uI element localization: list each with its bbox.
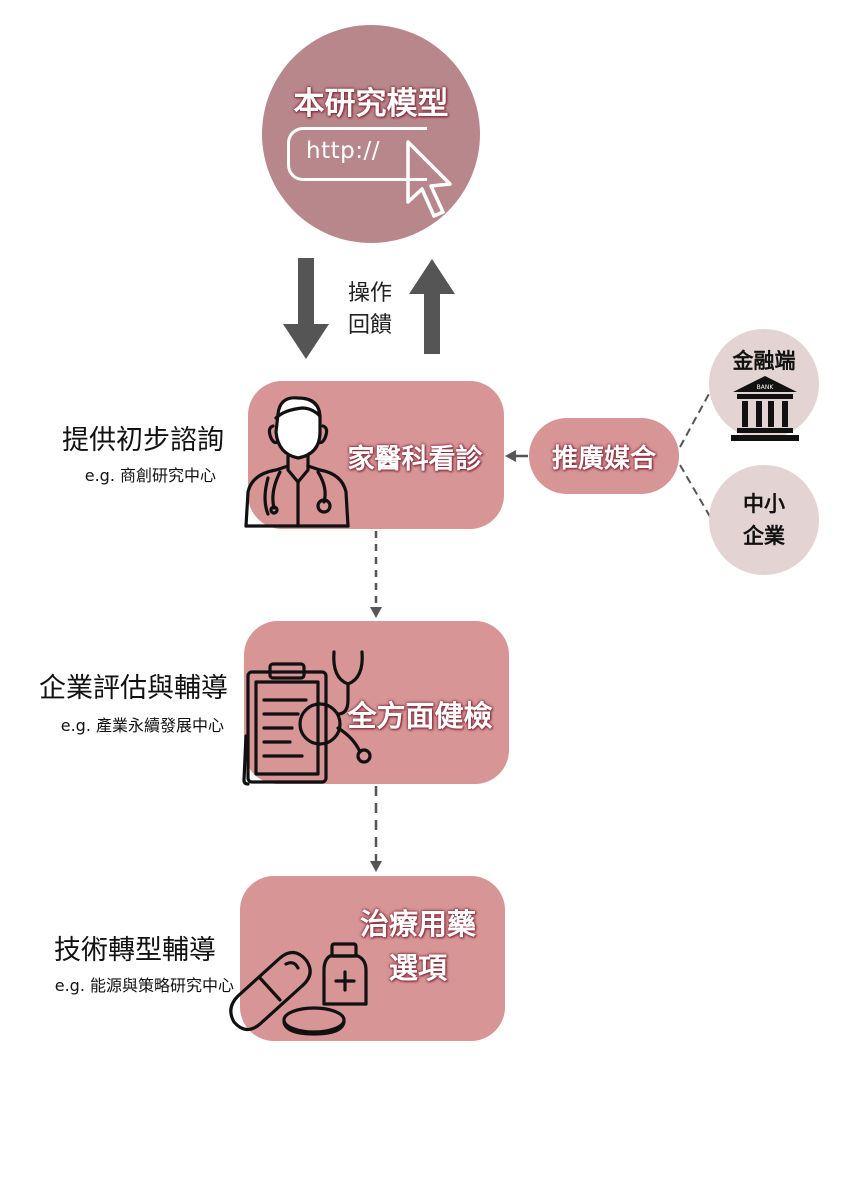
bank-icon: BANK (731, 376, 799, 441)
step-label-treatment: 治療用藥 選項 (359, 907, 476, 985)
promotion-label: 推廣媒合 (551, 444, 656, 474)
step-connector-1 (370, 531, 382, 618)
desc-title-treatment: 技術轉型輔導 (54, 935, 216, 966)
step-label-checkup: 全方面健檢 (347, 699, 493, 733)
step-label-consultation: 家醫科看診 (347, 444, 483, 475)
step-connector-2 (370, 786, 382, 872)
model-title: 本研究模型 (293, 86, 449, 122)
desc-title-consultation: 提供初步諮詢 (62, 425, 224, 456)
cursor-icon (406, 140, 452, 218)
promotion-pill (529, 418, 679, 494)
step-box-treatment (240, 876, 505, 1041)
pills-icon (229, 942, 368, 1036)
sme-circle (709, 465, 819, 575)
url-text: http:// (306, 138, 380, 164)
sme-label: 中小 企業 (743, 492, 785, 548)
bank-icon-text: BANK (757, 384, 775, 391)
desc-sub-treatment: e.g. 能源與策略研究中心 (54, 976, 234, 995)
finance-label: 金融端 (732, 349, 796, 373)
down-arrow-icon (283, 258, 329, 359)
feedback-label: 操作 回饋 (347, 281, 392, 338)
desc-sub-checkup: e.g. 產業永續發展中心 (60, 716, 224, 735)
promotion-arrow (505, 450, 528, 462)
clipboard-stethoscope-icon (242, 650, 372, 786)
partner-connectors (679, 391, 713, 521)
desc-sub-consultation: e.g. 商創研究中心 (84, 466, 216, 485)
doctor-icon (244, 396, 350, 528)
desc-title-checkup: 企業評估與輔導 (39, 673, 228, 704)
up-arrow-icon (409, 259, 455, 354)
url-bar-icon (287, 127, 427, 181)
